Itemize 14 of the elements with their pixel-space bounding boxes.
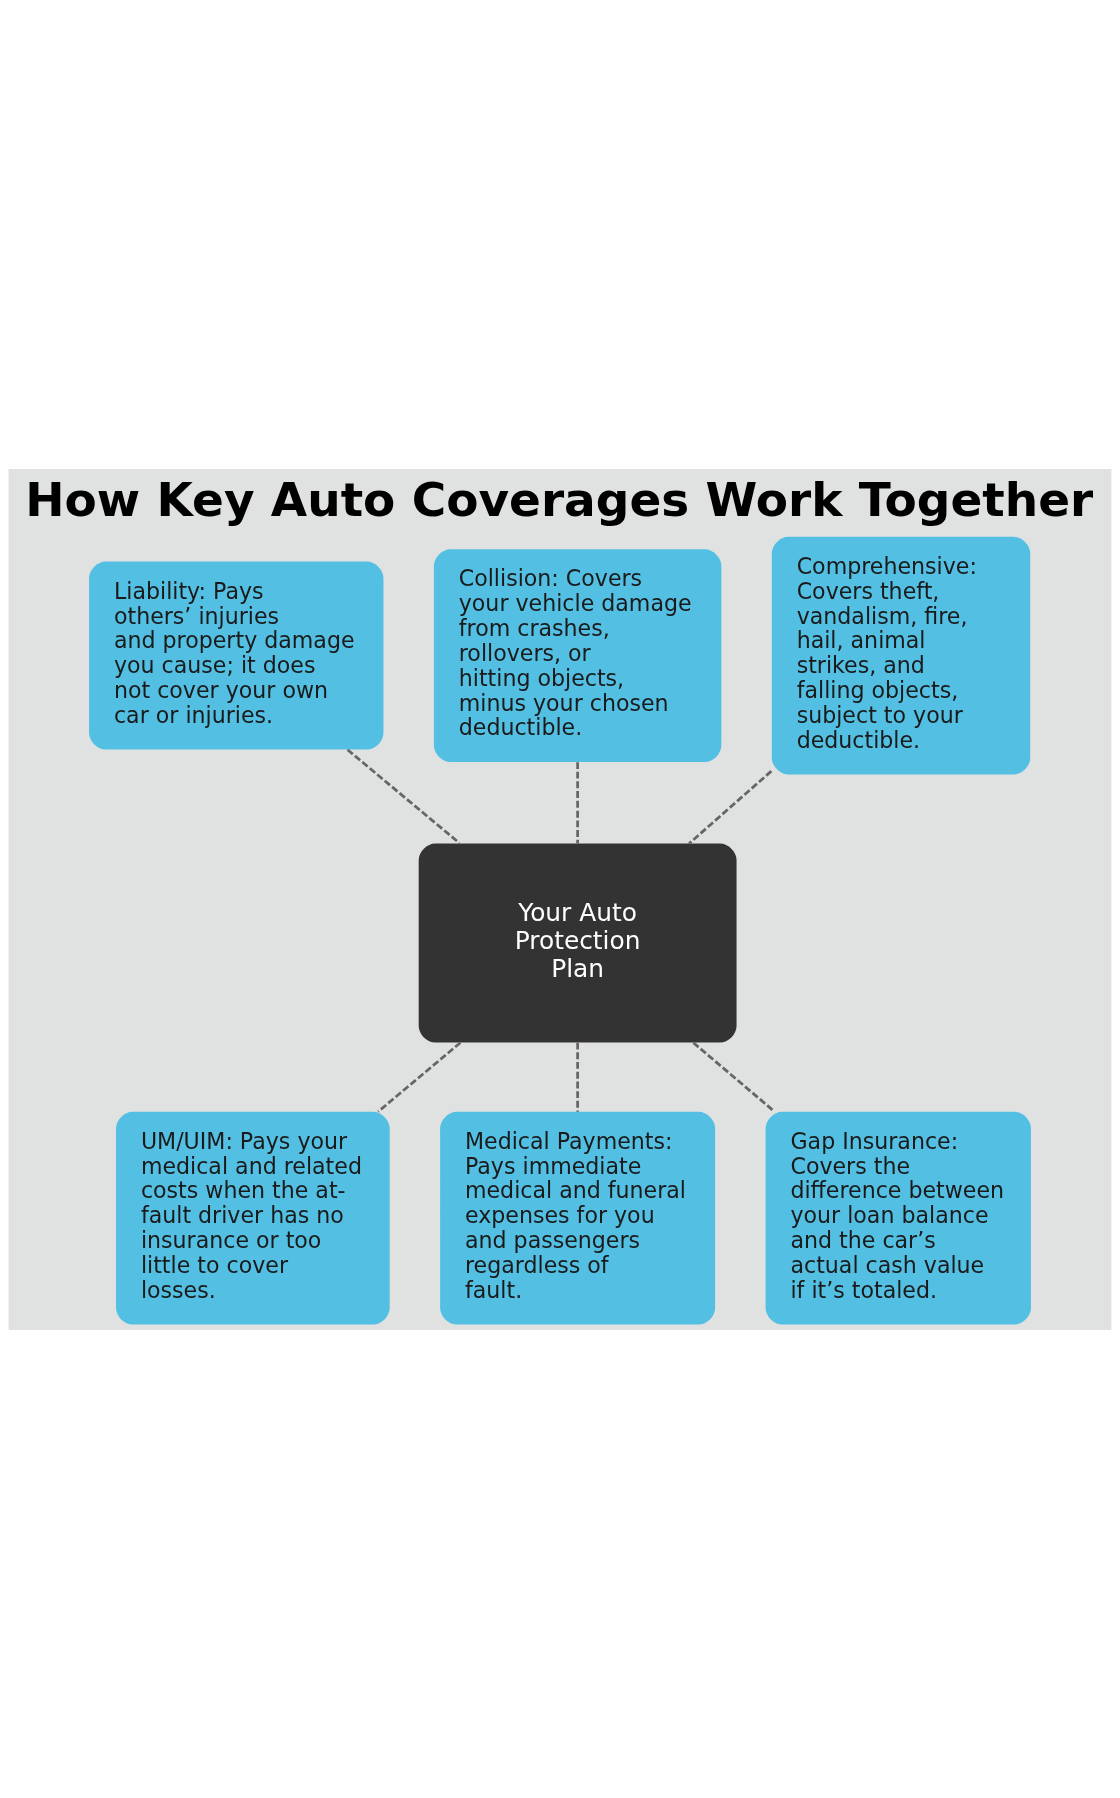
connector bbox=[346, 748, 461, 844]
node-box: Collision: Covers your vehicle damage from crashes, rollovers, or hitting objects, minus your chosen deductible. bbox=[433, 548, 722, 762]
connector bbox=[576, 761, 579, 843]
connector bbox=[688, 769, 773, 845]
connector bbox=[377, 1041, 462, 1113]
node-box: Comprehensive: Covers theft, vandalism, fire, hail, animal strikes, and falling objects, subject to your deductible. bbox=[771, 536, 1031, 774]
node-box: Your Auto Protection Plan bbox=[418, 843, 737, 1043]
diagram-title: How Key Auto Coverages Work Together bbox=[25, 471, 1094, 527]
node-box: Liability: Pays others’ injuries and property damage you cause; it does not cover your own car or injuries. bbox=[89, 561, 384, 750]
connector bbox=[692, 1041, 776, 1113]
node-box: Gap Insurance: Covers the difference between your loan balance and the car’s actual cash value if it’s totaled. bbox=[765, 1111, 1031, 1324]
connector bbox=[576, 1042, 579, 1112]
node-box: UM/UIM: Pays your medical and related costs when the at-fault driver has no insurance or too little to cover losses. bbox=[116, 1111, 390, 1324]
node-box: Medical Payments: Pays immediate medical and funeral expenses for you and passengers regardless of fault. bbox=[440, 1111, 716, 1324]
